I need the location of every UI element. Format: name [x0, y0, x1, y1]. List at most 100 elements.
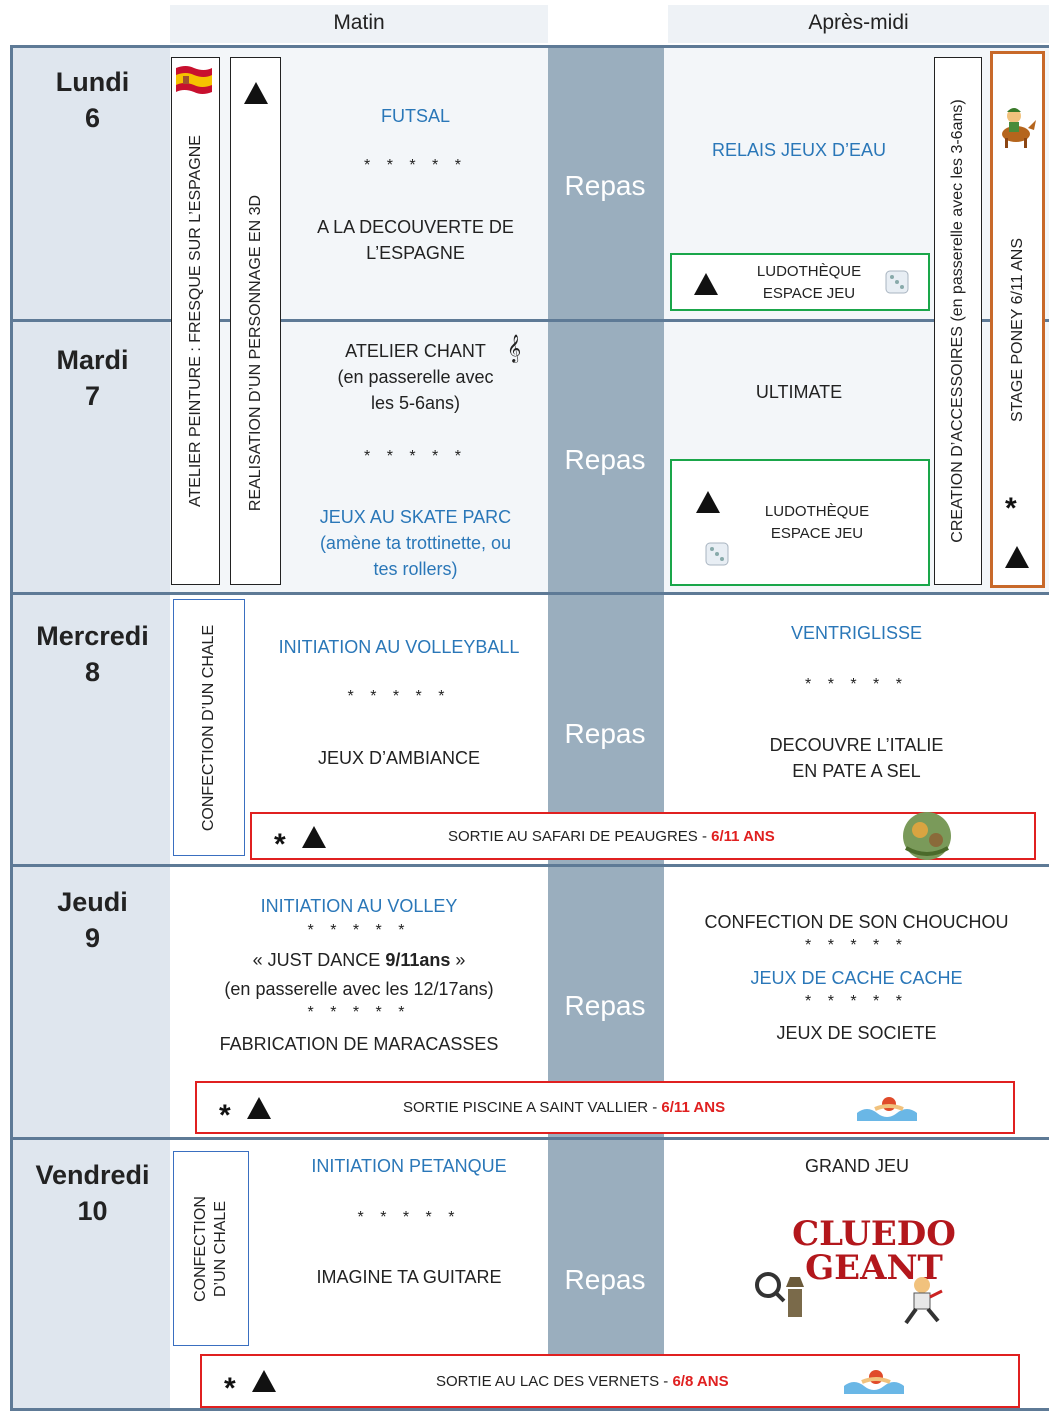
outing-age: 6/8 ANS [672, 1373, 729, 1390]
header-afternoon: Après-midi [668, 5, 1049, 43]
asterisk-icon: * [1005, 492, 1017, 525]
outing-label: SORTIE AU LAC DES VERNETS - [436, 1373, 673, 1390]
ludo-line2: ESPACE JEU [770, 525, 864, 542]
friday-guitar: IMAGINE TA GUITARE [316, 1267, 502, 1287]
lunch-label-thursday: Repas [564, 990, 646, 1021]
monday-discover-spain: A LA DECOUVERTE DE L’ESPAGNE [283, 214, 548, 266]
italy-line1: DECOUVRE L’ITALIE [769, 735, 944, 755]
triangle-icon [247, 1097, 271, 1119]
safari-icon [892, 808, 962, 869]
tuesday-skatepark: JEUX AU SKATE PARC (amène ta trottinette… [283, 504, 548, 582]
lunch-label-monday: Repas [564, 170, 646, 201]
outing-age: 6/11 ANS [711, 828, 775, 845]
skatepark-line1: JEUX AU SKATE PARC [319, 507, 512, 527]
thursday-stars-1: * * * * * [307, 922, 411, 939]
separator-1 [10, 319, 1049, 322]
friday-outing-box: * SORTIE AU LAC DES VERNETS - 6/8 ANS [200, 1354, 1020, 1408]
friday-outing-text: SORTIE AU LAC DES VERNETS - 6/8 ANS [436, 1373, 729, 1390]
outing-label: SORTIE AU SAFARI DE PEAUGRES - [448, 828, 712, 845]
wednesday-stars-pm: * * * * * [805, 676, 908, 693]
just-dance-age: 9/11ans [385, 950, 451, 970]
lunch-label-friday: Repas [564, 1264, 646, 1295]
music-note-icon: 𝄞 [507, 335, 522, 362]
tuesday-stars: * * * * * [364, 448, 467, 465]
skatepark-line2: (amène ta trottinette, ou [319, 533, 512, 553]
pony-course-box: STAGE PONEY 6/11 ANS [990, 51, 1045, 588]
frame-left [10, 45, 13, 1410]
asterisk-icon: * [224, 1372, 236, 1405]
thursday-just-dance: « JUST DANCE 9/11ans » [170, 947, 548, 973]
asterisk-icon: * [274, 828, 286, 861]
friday-shawl-label: CONFECTION D’UN CHALE [191, 1196, 231, 1302]
day-tuesday: Mardi 7 [15, 342, 170, 414]
thursday-outing-text: SORTIE PISCINE A SAINT VALLIER - 6/11 AN… [403, 1099, 725, 1116]
painting-workshop-label: ATELIER PEINTURE : FRESQUE SUR L’ESPAGNE [186, 135, 204, 507]
spain-flag-icon [174, 62, 214, 98]
day-thursday: Jeudi 9 [15, 884, 170, 956]
day-number: 10 [77, 1196, 108, 1226]
monday-futsal: FUTSAL [380, 106, 450, 126]
thursday-stars-2: * * * * * [307, 1004, 411, 1021]
separator-3 [10, 864, 1049, 867]
wednesday-outing-text: SORTIE AU SAFARI DE PEAUGRES - 6/11 ANS [448, 828, 775, 845]
tuesday-ludotheque-box: LUDOTHÈQUE ESPACE JEU [670, 459, 930, 586]
day-number: 9 [84, 923, 101, 953]
separator-4 [10, 1137, 1049, 1140]
wednesday-outing-box: * SORTIE AU SAFARI DE PEAUGRES - 6/11 AN… [250, 812, 1036, 860]
thursday-scrunchie: CONFECTION DE SON CHOUCHOU [704, 912, 1009, 932]
3d-character-box: REALISATION D’UN PERSONNAGE EN 3D [230, 57, 281, 585]
day-number: 7 [84, 381, 101, 411]
running-character-icon [886, 1273, 946, 1332]
triangle-icon [244, 82, 268, 104]
header-morning: Matin [170, 5, 548, 43]
monday-ludotheque-text: LUDOTHÈQUE ESPACE JEU [734, 261, 884, 305]
friday-shawl-box: CONFECTION D’UN CHALE [173, 1151, 249, 1346]
tuesday-singing-line2: (en passerelle avec [337, 367, 494, 387]
triangle-icon [696, 491, 720, 513]
day-number: 8 [84, 657, 101, 687]
day-name: Jeudi [57, 887, 128, 917]
skatepark-line3: tes rollers) [373, 559, 458, 579]
triangle-icon [694, 273, 718, 295]
friday-shawl-line2: D’UN CHALE [212, 1200, 229, 1297]
italy-line2: EN PATE A SEL [792, 761, 921, 781]
outing-age: 6/11 ANS [661, 1099, 726, 1116]
tuesday-ludotheque-text: LUDOTHÈQUE ESPACE JEU [742, 501, 892, 545]
ludo-line1: LUDOTHÈQUE [756, 263, 862, 280]
thursday-outing-box: * SORTIE PISCINE A SAINT VALLIER - 6/11 … [195, 1081, 1015, 1134]
friday-big-game: GRAND JEU [804, 1156, 909, 1176]
lunch-label-wednesday: Repas [564, 718, 646, 749]
wednesday-stars-am: * * * * * [347, 688, 451, 705]
cluedo-title: CLUEDO GEANT [774, 1217, 974, 1285]
day-wednesday: Mercredi 8 [15, 618, 170, 690]
tuesday-ultimate: ULTIMATE [755, 382, 843, 402]
triangle-icon [252, 1370, 276, 1392]
thursday-maracas: FABRICATION DE MARACASSES [219, 1034, 499, 1054]
wednesday-volleyball: INITIATION AU VOLLEYBALL [278, 637, 520, 657]
triangle-icon [1005, 546, 1029, 568]
outing-label: SORTIE PISCINE A SAINT VALLIER - [403, 1099, 662, 1116]
3d-character-label: REALISATION D’UN PERSONNAGE EN 3D [246, 194, 264, 511]
thursday-stars-4: * * * * * [805, 993, 908, 1010]
separator-2 [10, 592, 1049, 595]
lunch-label-tuesday: Repas [564, 444, 646, 475]
friday-shawl-line1: CONFECTION [192, 1195, 209, 1302]
pony-icon [996, 98, 1038, 150]
frame-bottom [10, 1408, 1049, 1411]
tuesday-singing-line3: les 5-6ans) [370, 393, 461, 413]
detective-icon [754, 1267, 814, 1332]
swimmer-icon [842, 1368, 906, 1399]
day-name: Lundi [55, 67, 130, 97]
friday-petanque: INITIATION PETANQUE [311, 1156, 507, 1176]
cluedo-line1: CLUEDO [792, 1214, 956, 1254]
day-name: Vendredi [35, 1160, 150, 1190]
accessories-label: CREATION D’ACCESSOIRES (en passerelle av… [949, 99, 966, 543]
thursday-hide-seek: JEUX DE CACHE CACHE [750, 968, 963, 988]
thursday-volley: INITIATION AU VOLLEY [260, 896, 458, 916]
thursday-passerelle: (en passerelle avec les 12/17ans) [224, 979, 494, 999]
dice-icon [882, 265, 916, 304]
day-column [10, 48, 170, 1410]
monday-stars: * * * * * [364, 157, 467, 174]
wednesday-shawl-box: CONFECTION D’UN CHALE [173, 599, 245, 856]
wednesday-italy: DECOUVRE L’ITALIE EN PATE A SEL [664, 732, 1049, 784]
